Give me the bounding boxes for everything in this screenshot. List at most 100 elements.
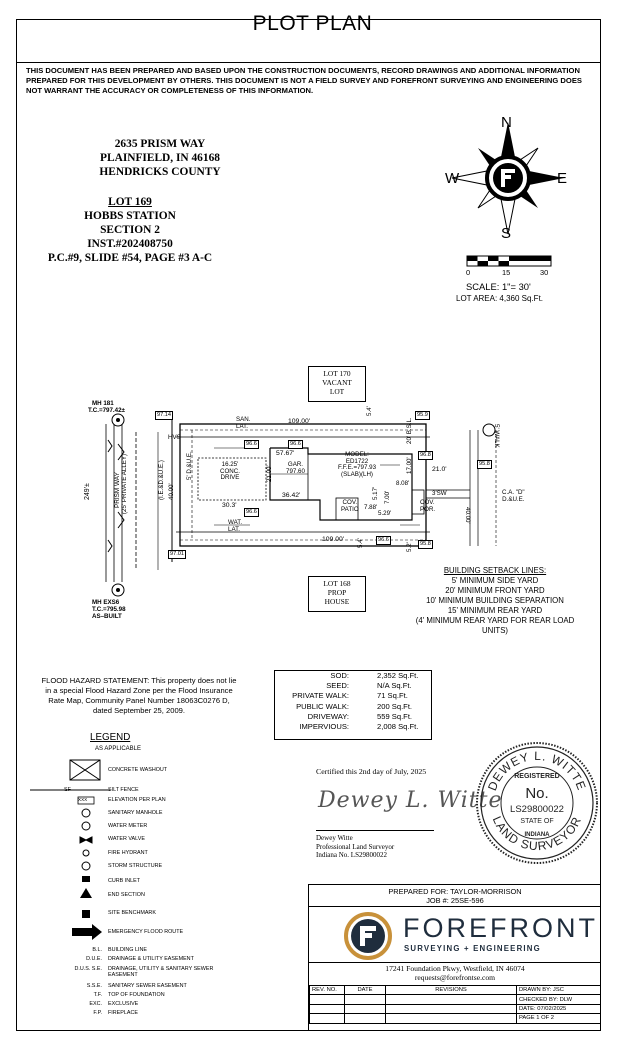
elev-96-6-c: 96.6 [376, 536, 391, 545]
dim-109-top: 109.00' [288, 418, 311, 425]
legend-item: WATER VALVE [108, 836, 145, 842]
revision-cell [385, 1003, 517, 1015]
legend-subtitle: AS APPLICABLE [95, 746, 142, 752]
area-row: PRIVATE WALK:71 Sq.Ft. [275, 691, 431, 701]
legend-sf-key: SF [64, 787, 71, 793]
revision-cell [385, 994, 517, 1005]
alley-easement: (I.E.&D.&U.E.) [158, 460, 165, 500]
wat-lat-label: WAT. LAT. [228, 519, 243, 533]
revision-cell [344, 1013, 386, 1024]
legend-item: SILT FENCE [108, 787, 139, 793]
compass-s-label: S [501, 225, 512, 242]
area-key: SEED: [326, 681, 349, 691]
title-divider [16, 62, 601, 63]
mh-181-label: MH 181 [92, 400, 114, 407]
table-row: REV. NO. DATE REVISIONS DRAWN BY: JSC [309, 984, 601, 996]
compass-e-label: E [557, 170, 568, 187]
as-built-label: AS–BUILT [92, 613, 122, 620]
area-row: SOD: 2,352 Sq.Ft. [275, 671, 431, 681]
revision-cell [309, 1003, 345, 1015]
instrument-number: INST.#202408750 [87, 238, 173, 250]
abbr-value: BUILDING LINE [108, 947, 147, 953]
dim-5-17: 5.17' [372, 486, 379, 500]
abbr-key: F.P. [93, 1010, 102, 1016]
area-key: IMPERVIOUS: [299, 722, 349, 732]
address-county: HENDRICKS COUNTY [99, 166, 221, 178]
legend-item: CURB INLET [108, 878, 141, 884]
private-alley: (25' PRIVATE ALLEY) [121, 453, 128, 514]
compass-w-label: W [445, 170, 460, 187]
seal-no: No. [525, 785, 548, 802]
abbr-value: SANITARY SEWER EASEMENT [108, 983, 187, 989]
cov-porch-label: COV. POR. [420, 499, 436, 513]
dim-7-88: 7.88' [364, 504, 378, 511]
prepared-for: PREPARED FOR: TAYLOR-MORRISON JOB #: 25S… [309, 887, 601, 905]
certification-statement: Certified this 2nd day of July, 2025 [316, 767, 427, 776]
sidewalk-3ft: 3'SW [432, 490, 447, 497]
surveyor-name: Dewey Witte [316, 834, 353, 842]
legend-item: SITE BENCHMARK [108, 910, 156, 916]
elev-95-8-b: 95.8 [418, 540, 433, 549]
setback-title: BUILDING SETBACK LINES: [443, 566, 547, 575]
seal-registered: REGISTERED [514, 773, 560, 780]
section-number: SECTION 2 [100, 224, 160, 236]
elev-95-8: 95.8 [477, 460, 492, 469]
left-due: 5' D.&U.E. [186, 451, 193, 480]
area-key: SOD: [330, 671, 349, 680]
dim-5-4-top: 5.4' [366, 406, 373, 416]
job-number: JOB #: 25SE-596 [426, 896, 484, 905]
surveyor-title: Professional Land Surveyor [316, 842, 395, 851]
elev-96-6-d: 96.6 [288, 440, 303, 449]
elev-96-6-a: 96.6 [244, 440, 259, 449]
area-summary-table: SOD:2,352 Sq.Ft. SEED:N/A Sq.Ft. PRIVATE… [274, 670, 432, 740]
legend-symbols [30, 759, 110, 940]
company-email: requests@forefrontse.com [414, 973, 496, 982]
surveyor-signature: Dewey L. Witte [318, 788, 503, 813]
title-block-divider [309, 906, 601, 907]
table-row: DATE: 07/02/2025 [309, 1003, 601, 1015]
forefront-logo-icon [344, 912, 392, 960]
surveyor-info: Dewey Witte Professional Land Surveyor I… [316, 834, 394, 860]
area-row: DRIVEWAY:559 Sq.Ft. [275, 712, 431, 722]
seal-state-of: STATE OF [520, 818, 553, 825]
dim-21-0: 21.0' [432, 466, 447, 473]
elev-96-6-b: 96.6 [244, 508, 259, 517]
revision-cell [309, 994, 345, 1005]
area-value: 2,352 Sq.Ft. [377, 671, 419, 680]
san-lat-label: SAN. LAT. [236, 416, 251, 430]
seal-number: LS29800022 [510, 804, 564, 815]
area-key: PUBLIC WALK: [296, 701, 349, 711]
abbr-key: T.F. [93, 992, 102, 998]
lot-area: LOT AREA: 4,360 Sq.Ft. [456, 294, 544, 303]
title-block-divider [309, 962, 601, 963]
address-city: PLAINFIELD, IN 46168 [100, 152, 220, 164]
model-label: MODEL: ED1722 F.F.E.=797.93 (SLAB)(LH) [338, 451, 377, 478]
legend-item: WATER METER [108, 823, 148, 829]
walk-5ft: 5' WALK [493, 424, 500, 448]
dim-17-00: 17.00' [406, 457, 413, 474]
company-name: FOREFRONT [403, 913, 598, 943]
area-row: PUBLIC WALK:200 Sq.Ft. [275, 702, 431, 712]
dim-40-right: 40.00' [464, 507, 471, 524]
title-block: PREPARED FOR: TAYLOR-MORRISON JOB #: 25S… [308, 884, 601, 1031]
abbr-value: DRAINAGE & UTILITY EASEMENT [108, 956, 194, 962]
bsl-label: 20' B.S.L. [406, 417, 413, 444]
dim-5-2: 5.2' [406, 542, 413, 552]
disclaimer-text: THIS DOCUMENT HAS BEEN PREPARED AND BASE… [26, 66, 582, 95]
setback-rear-load: (4' MINIMUM REAR YARD FOR REAR LOAD UNIT… [415, 616, 575, 635]
surveyor-license: Indiana No. LS29800022 [316, 851, 387, 860]
setback-rear: 15' MINIMUM REAR YARD [447, 606, 543, 615]
lot-number: LOT 169 [108, 196, 152, 208]
hvs-label: HVS [168, 434, 181, 441]
legend-item: SANITARY MANHOLE [108, 810, 163, 816]
flood-hazard-statement: FLOOD HAZARD STATEMENT: This property do… [41, 676, 237, 715]
legend-item: END SECTION [108, 892, 145, 898]
abbr-key: B.L. [92, 947, 102, 953]
mh-exs6-label: MH EXS6 [92, 599, 120, 606]
elev-96-8: 96.8 [418, 451, 433, 460]
legend-item: CONCRETE WASHOUT [108, 767, 168, 773]
elev-97-01: 97.01 [168, 550, 186, 559]
scale-tick-0: 0 [466, 268, 471, 277]
checked-by: CHECKED BY: DLW [516, 994, 601, 1005]
lot-170-label: LOT 170 VACANT LOT [308, 366, 366, 402]
